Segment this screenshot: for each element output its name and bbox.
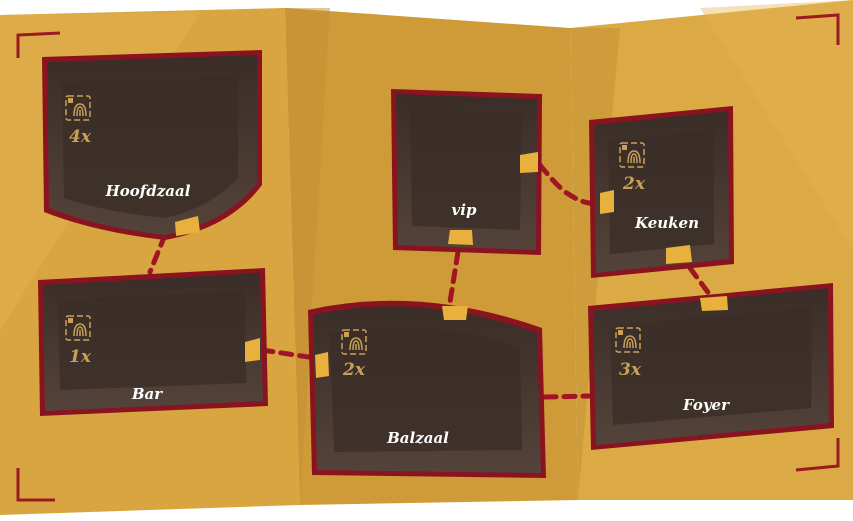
room-label: Foyer: [682, 396, 730, 414]
room-label: Bar: [131, 385, 163, 403]
door: [315, 352, 329, 378]
corner-mark: [795, 13, 840, 45]
corner-mark: [795, 438, 840, 472]
path-keuken-foyer: [687, 265, 713, 298]
room-foyer[interactable]: 3x Foyer: [588, 283, 834, 450]
door: [600, 190, 614, 214]
fingerprint-qr-icon: [65, 315, 91, 341]
room-balzaal[interactable]: 2x Balzaal: [308, 300, 546, 478]
room-label: Keuken: [634, 214, 699, 232]
room-count: 2x: [342, 360, 366, 380]
room-inner-wall: [62, 76, 238, 218]
door: [175, 216, 200, 236]
room-hoofdzaal[interactable]: 4x Hoofdzaal: [42, 50, 262, 240]
fingerprint-qr-icon: [65, 95, 91, 121]
room-label: Hoofdzaal: [105, 182, 191, 200]
path-bar-balzaal: [259, 347, 318, 361]
room-label: Balzaal: [386, 429, 449, 447]
room-inner-wall: [330, 327, 522, 452]
room-inner-wall: [58, 291, 246, 390]
path-balzaal-vip: [447, 249, 461, 305]
fingerprint-qr-icon: [615, 327, 641, 353]
room-label: vip: [452, 201, 477, 219]
door: [245, 338, 260, 362]
door: [520, 152, 538, 173]
room-count: 2x: [622, 174, 646, 194]
fingerprint-qr-icon: [619, 142, 645, 168]
room-count: 1x: [69, 347, 92, 367]
board-shade: [285, 8, 330, 505]
corner-mark: [16, 31, 61, 58]
corner-mark: [16, 468, 55, 502]
path-hoofdzaal-bar: [147, 232, 168, 275]
door: [448, 230, 473, 245]
room-inner-wall: [410, 110, 522, 230]
board-highlight: [700, 0, 853, 250]
door: [442, 306, 468, 320]
room-count: 4x: [69, 127, 92, 147]
room-count: 3x: [619, 360, 642, 380]
path-balzaal-foyer: [542, 393, 593, 400]
door: [666, 245, 692, 264]
door: [700, 296, 728, 311]
room-bar[interactable]: 1x Bar: [38, 268, 268, 416]
room-vip[interactable]: vip: [391, 89, 542, 255]
room-inner-wall: [610, 307, 812, 425]
connection-paths: [147, 162, 713, 400]
room-keuken[interactable]: 2x Keuken: [589, 106, 734, 278]
fingerprint-qr-icon: [341, 329, 367, 355]
